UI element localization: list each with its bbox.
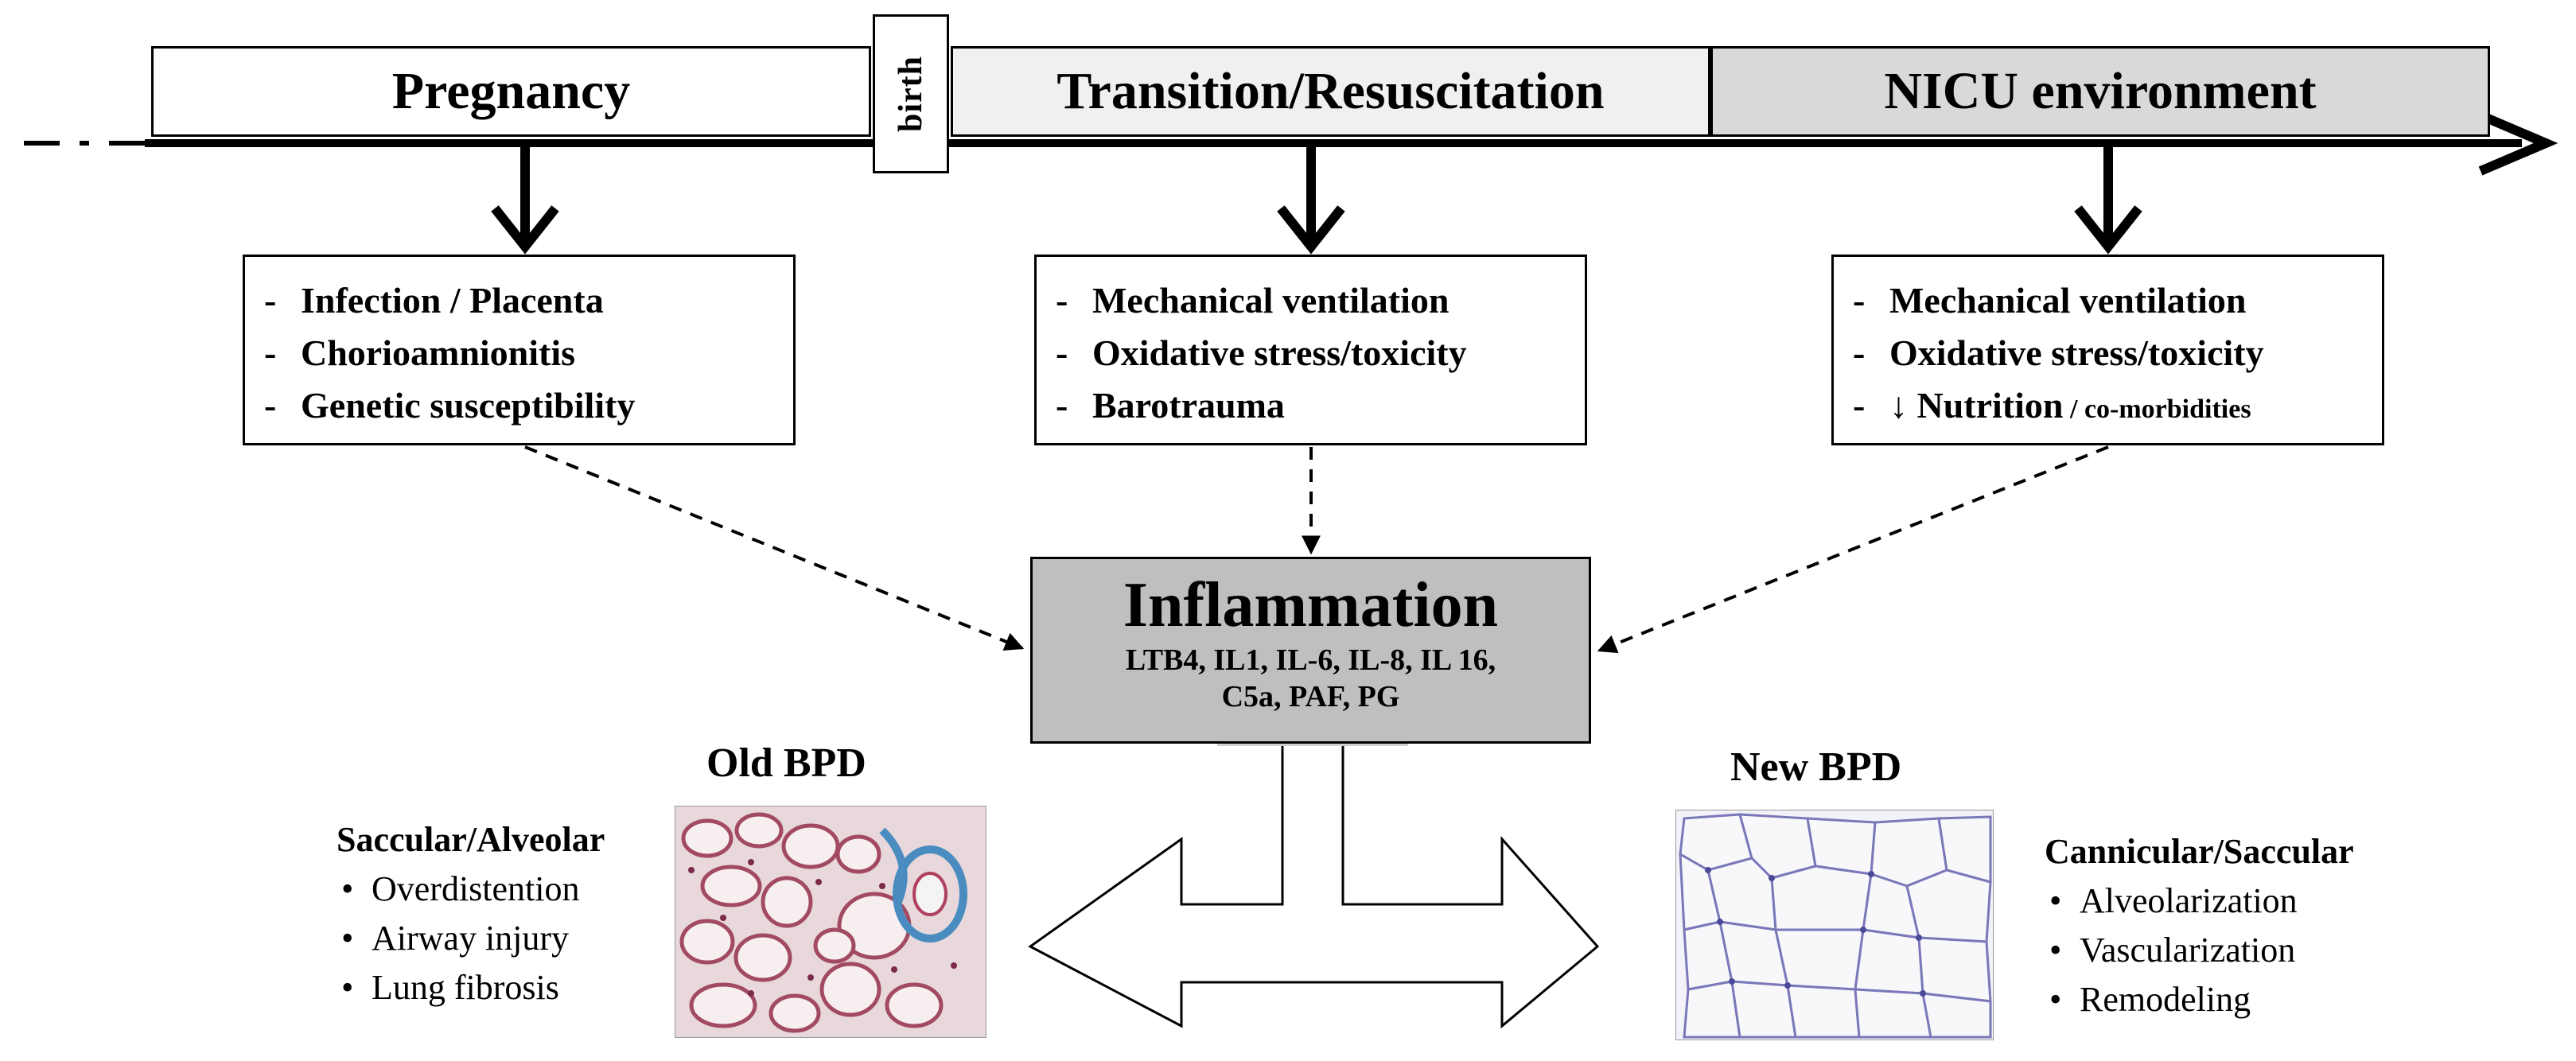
birth-marker: birth <box>873 14 949 173</box>
factor-item: -Chorioamnionitis <box>264 332 576 373</box>
birth-label: birth <box>893 55 930 133</box>
dashed-arrows <box>524 445 2109 654</box>
timeline-axis <box>24 111 2558 176</box>
pregnancy-factors-box: -Infection / Placenta -Chorioamnionitis … <box>243 255 796 445</box>
factor-item: -Barotrauma <box>1056 385 1285 426</box>
list-item: •Airway injury <box>341 919 570 958</box>
phase-transition: Transition/Resuscitation <box>951 46 1710 137</box>
phase-transition-label: Transition/Resuscitation <box>1056 62 1605 120</box>
phase-pregnancy-label: Pregnancy <box>391 62 631 120</box>
inflammation-mediators-line1: LTB4, IL1, IL-6, IL-8, IL 16, <box>1125 643 1496 677</box>
phase-pregnancy: Pregnancy <box>151 46 871 137</box>
inflammation-title: Inflammation <box>1123 570 1499 640</box>
phase-nicu: NICU environment <box>1710 46 2490 137</box>
factor-item: -↓ Nutrition / co-morbidities <box>1853 385 2251 426</box>
transition-factors-box: -Mechanical ventilation -Oxidative stres… <box>1034 255 1587 445</box>
old-bpd-title: Old BPD <box>706 740 866 786</box>
old-bpd-tissue-image <box>675 806 986 1037</box>
inflammation-box: Inflammation LTB4, IL1, IL-6, IL-8, IL 1… <box>1030 557 1591 744</box>
factor-item: -Genetic susceptibility <box>264 385 636 426</box>
list-item: •Overdistention <box>341 869 580 908</box>
factor-item: -Oxidative stress/toxicity <box>1056 332 1467 373</box>
nicu-factors-box: -Mechanical ventilation -Oxidative stres… <box>1831 255 2384 445</box>
list-item: •Remodeling <box>2049 980 2251 1019</box>
phase-down-arrows <box>491 143 2142 255</box>
factor-item: -Oxidative stress/toxicity <box>1853 332 2264 373</box>
factor-item: -Mechanical ventilation <box>1056 280 1449 321</box>
old-bpd-heading: Saccular/Alveolar <box>337 820 605 859</box>
new-bpd-micrograph <box>1675 810 1994 1040</box>
phase-nicu-label: NICU environment <box>1884 62 2317 120</box>
list-item: •Alveolarization <box>2049 881 2298 920</box>
new-bpd-tissue-image <box>1676 810 1993 1040</box>
inflammation-mediators-line2: C5a, PAF, PG <box>1221 680 1400 713</box>
new-bpd-list: Cannicular/Saccular •Alveolarization •Va… <box>2045 827 2354 1024</box>
double-arrow <box>1028 742 1600 1029</box>
list-item: •Lung fibrosis <box>341 968 559 1007</box>
old-bpd-micrograph <box>675 806 986 1038</box>
list-item: •Vascularization <box>2049 931 2296 970</box>
factor-item: -Mechanical ventilation <box>1853 280 2247 321</box>
factor-item: -Infection / Placenta <box>264 280 604 321</box>
old-bpd-list: Saccular/Alveolar •Overdistention •Airwa… <box>337 815 605 1012</box>
new-bpd-title: New BPD <box>1730 744 1902 790</box>
new-bpd-heading: Cannicular/Saccular <box>2045 832 2354 871</box>
